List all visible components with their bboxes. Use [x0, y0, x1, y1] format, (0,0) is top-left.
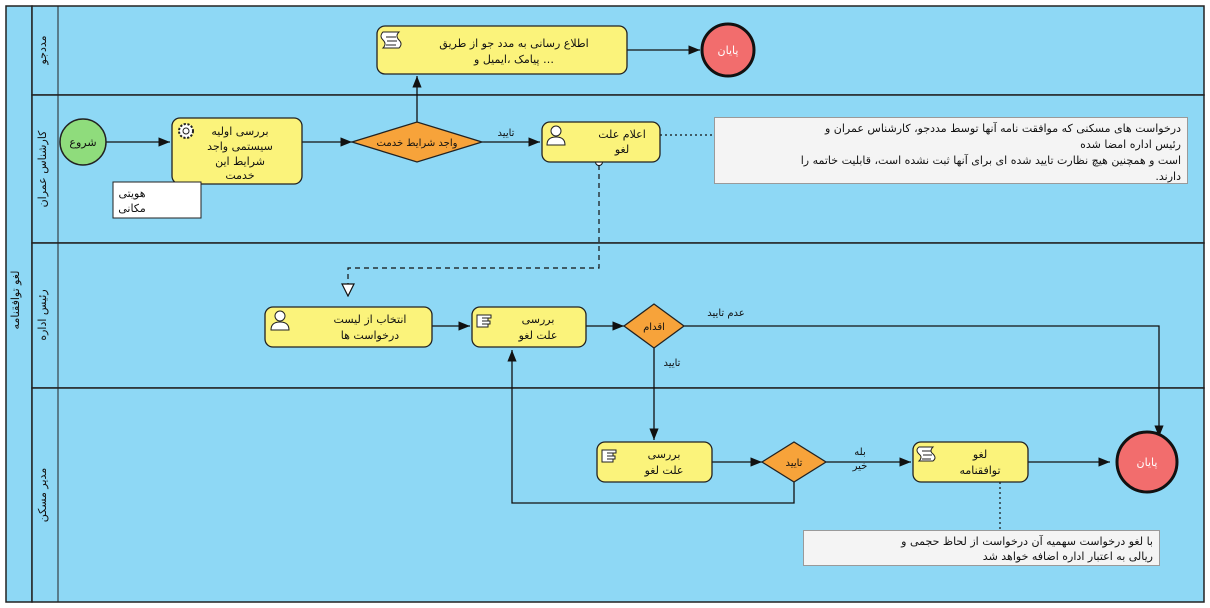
svg-text:واجد شرایط خدمت: واجد شرایط خدمت [377, 138, 458, 149]
svg-text:شرایط این: شرایط این [215, 155, 265, 168]
svg-text:مکانی: مکانی [118, 202, 146, 215]
task-select[interactable]: انتخاب از لیست درخواست ها [264, 306, 433, 348]
flow-label-yes: بله [854, 447, 865, 458]
task-cancel[interactable]: لغو توافقنامه [912, 441, 1029, 483]
end-event-top[interactable]: پایان [700, 22, 756, 78]
gear-icon [178, 123, 194, 139]
svg-text:اقدام: اقدام [643, 322, 665, 333]
lane-label-madadjoo: مددجو [36, 35, 49, 65]
user-icon [546, 125, 566, 146]
lane-modir: مدیر مسکن [31, 387, 1205, 603]
svg-text:اعلام علت: اعلام علت [598, 128, 646, 141]
svg-text:شروع: شروع [69, 136, 96, 149]
sequence-flows [105, 45, 1164, 504]
task-system-check[interactable]: بررسی اولیه سیستمی واجد شرایط این خدمت [171, 117, 303, 185]
svg-text:لغو: لغو [972, 448, 987, 461]
end-event-bottom[interactable]: پایان [1115, 430, 1179, 494]
svg-text:پیامک ،ایمیل و …: پیامک ،ایمیل و … [473, 53, 554, 66]
task-review-2[interactable]: بررسی علت لغو [596, 441, 713, 483]
svg-text:سیستمی واجد: سیستمی واجد [207, 140, 273, 153]
lane-label-modir: مدیر مسکن [36, 468, 49, 523]
svg-text:بررسی: بررسی [522, 313, 555, 326]
user-icon [270, 310, 290, 331]
message-flow-announce-to-select [348, 165, 600, 296]
svg-text:علت لغو: علت لغو [518, 329, 558, 342]
gateway-eligibility[interactable]: واجد شرایط خدمت [349, 121, 485, 163]
gateway-action[interactable]: اقدام [622, 303, 686, 349]
svg-text:هویتی: هویتی [118, 187, 145, 200]
svg-text:درخواست ها: درخواست ها [341, 329, 400, 342]
svg-text:توافقنامه: توافقنامه [959, 464, 1000, 477]
flow-label-approve-2: تایید [664, 358, 681, 369]
pool-header [5, 5, 33, 603]
lane-rais: رئیس اداره [31, 242, 1205, 389]
svg-text:بررسی: بررسی [648, 448, 681, 461]
svg-text:لغو: لغو [614, 143, 629, 156]
annotation-note-karshenas: درخواست های مسکنی که موافقت نامه آنها تو… [714, 117, 1188, 184]
svg-text:انتخاب از لیست: انتخاب از لیست [334, 313, 407, 326]
gateway-approve[interactable]: تایید [760, 441, 828, 483]
annotation-note-modir: با لغو درخواست سهمیه آن درخواست از لحاظ … [803, 530, 1160, 566]
data-object: هویتی مکانی [112, 181, 202, 219]
svg-text:خدمت: خدمت [225, 169, 254, 182]
flow-action-to-end-no [684, 325, 1164, 437]
hand-icon [476, 314, 492, 328]
script-icon [916, 446, 936, 462]
svg-text:تایید: تایید [786, 458, 803, 469]
lane-label-karshenas: کارشناس عمران [36, 130, 49, 208]
svg-text:پایان: پایان [718, 44, 739, 57]
svg-text:پایان: پایان [1137, 456, 1158, 469]
flow-label-approve-1: تایید [498, 128, 515, 139]
lane-label-rais: رئیس اداره [36, 289, 49, 340]
task-review-1[interactable]: بررسی علت لغو [471, 306, 587, 348]
pool-label: لغو توافقنامه [9, 271, 22, 330]
svg-text:بررسی اولیه: بررسی اولیه [211, 125, 268, 138]
flow-label-not-approve: عدم تایید [707, 308, 744, 319]
hand-icon [601, 449, 617, 463]
start-event[interactable]: شروع [59, 118, 107, 166]
script-icon [380, 31, 402, 49]
flow-label-no: خیر [852, 461, 868, 472]
task-notify[interactable]: اطلاع رسانی به مدد جو از طریق پیامک ،ایم… [376, 25, 628, 75]
flow-approve-back-to-review1 [507, 350, 795, 504]
svg-text:اطلاع رسانی به مدد جو از طریق: اطلاع رسانی به مدد جو از طریق [439, 37, 588, 51]
svg-text:علت لغو: علت لغو [644, 464, 684, 477]
task-announce[interactable]: اعلام علت لغو [541, 121, 661, 163]
